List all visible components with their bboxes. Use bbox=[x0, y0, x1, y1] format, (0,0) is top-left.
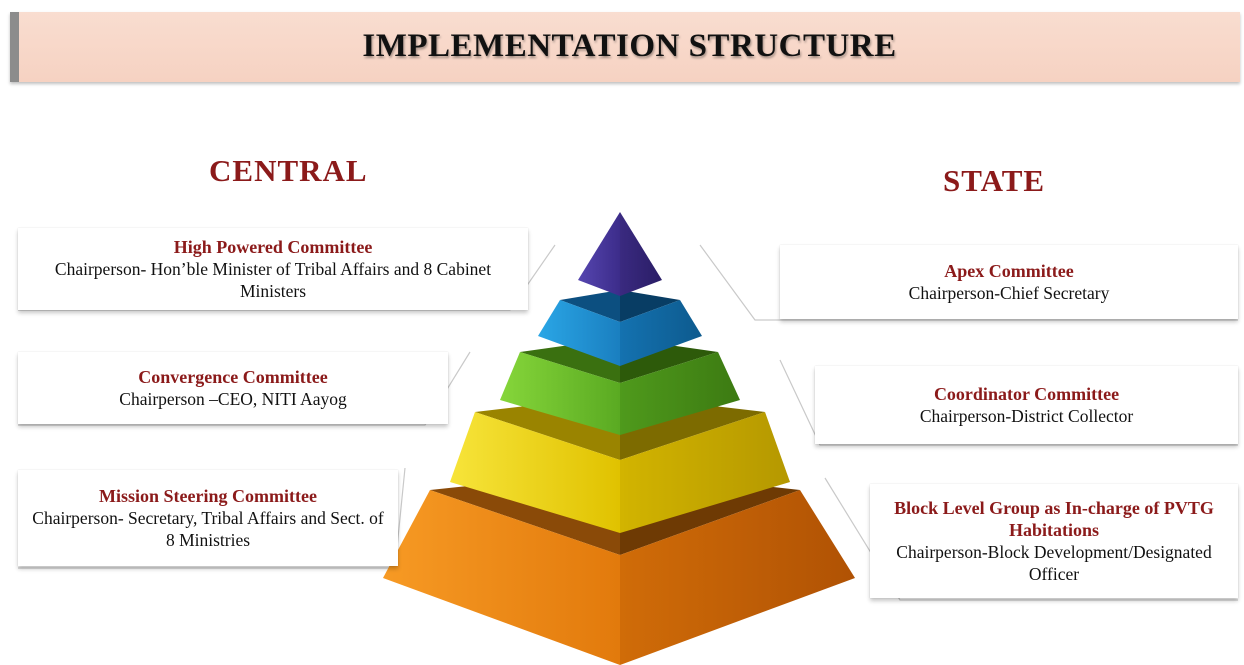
pyramid-tier-1 bbox=[578, 212, 662, 296]
committee-name: Convergence Committee bbox=[138, 367, 328, 387]
committee-chairperson: Chairperson-District Collector bbox=[919, 406, 1134, 426]
central-heading: CENTRAL bbox=[209, 153, 368, 188]
central-committee-2: Convergence Committee Chairperson –CEO, … bbox=[18, 352, 448, 424]
page-title: IMPLEMENTATION STRUCTURE bbox=[362, 28, 897, 64]
pyramid-tier-2 bbox=[538, 290, 702, 366]
committee-chairperson: Chairperson- Secretary, Tribal Affairs a… bbox=[32, 508, 384, 550]
committee-name: High Powered Committee bbox=[173, 237, 373, 257]
committee-name: Coordinator Committee bbox=[933, 384, 1120, 404]
committee-chairperson: Chairperson-Chief Secretary bbox=[908, 283, 1110, 303]
committee-chairperson: Chairperson-Block Development/Designated… bbox=[896, 542, 1212, 584]
state-committee-1: Apex Committee Chairperson-Chief Secreta… bbox=[780, 245, 1238, 319]
state-committee-3: Block Level Group as In-charge of PVTG H… bbox=[870, 484, 1238, 598]
central-committee-3: Mission Steering Committee Chairperson- … bbox=[18, 470, 398, 566]
state-committee-2: Coordinator Committee Chairperson-Distri… bbox=[815, 366, 1238, 444]
committee-name: Mission Steering Committee bbox=[99, 486, 317, 506]
committee-chairperson: Chairperson- Hon’ble Minister of Tribal … bbox=[54, 259, 492, 301]
committee-name: Block Level Group as In-charge of PVTG H… bbox=[894, 498, 1214, 540]
committee-name: Apex Committee bbox=[944, 261, 1074, 281]
central-committee-1: High Powered Committee Chairperson- Hon’… bbox=[18, 228, 528, 310]
state-heading: STATE bbox=[943, 163, 1046, 198]
committee-chairperson: Chairperson –CEO, NITI Aayog bbox=[119, 389, 347, 409]
title-banner: IMPLEMENTATION STRUCTURE bbox=[10, 12, 1240, 82]
